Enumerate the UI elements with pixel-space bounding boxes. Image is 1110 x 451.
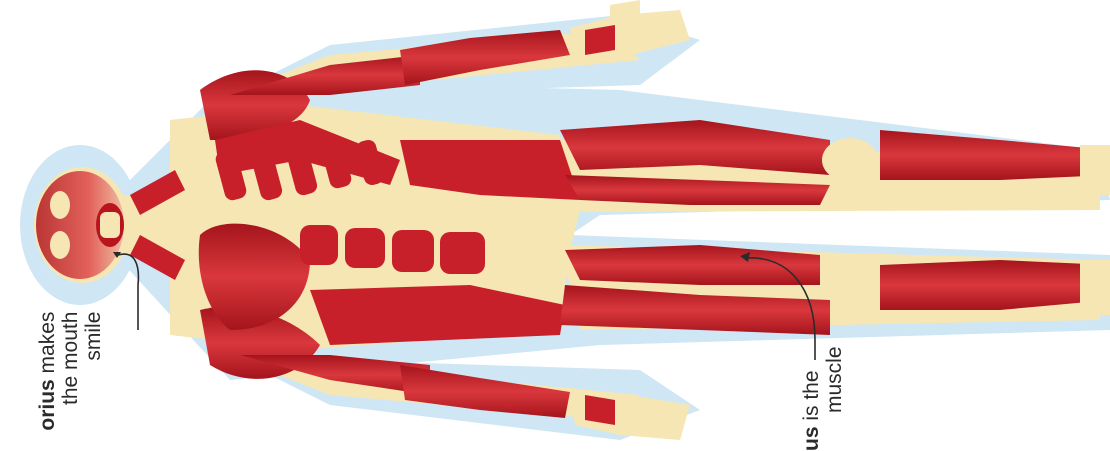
sartorius-line-2: muscle [823,346,846,451]
sartorius-annotation: us is the muscle [800,346,846,451]
knee-top [822,138,878,182]
risorius-annotation: orius makes the mouth smile [36,312,105,451]
shin-bottom [880,260,1110,310]
foot-bottom [1080,260,1110,315]
risorius-line-1: orius makes [36,312,59,451]
foot-top [1080,145,1110,195]
knee-bottom [822,263,878,307]
risorius-line-3: smile [82,312,105,451]
risorius-line-2: the mouth [59,312,82,451]
sartorius-line-1: us is the [800,346,823,451]
body-base [34,30,1100,420]
head-muscles [36,171,124,279]
